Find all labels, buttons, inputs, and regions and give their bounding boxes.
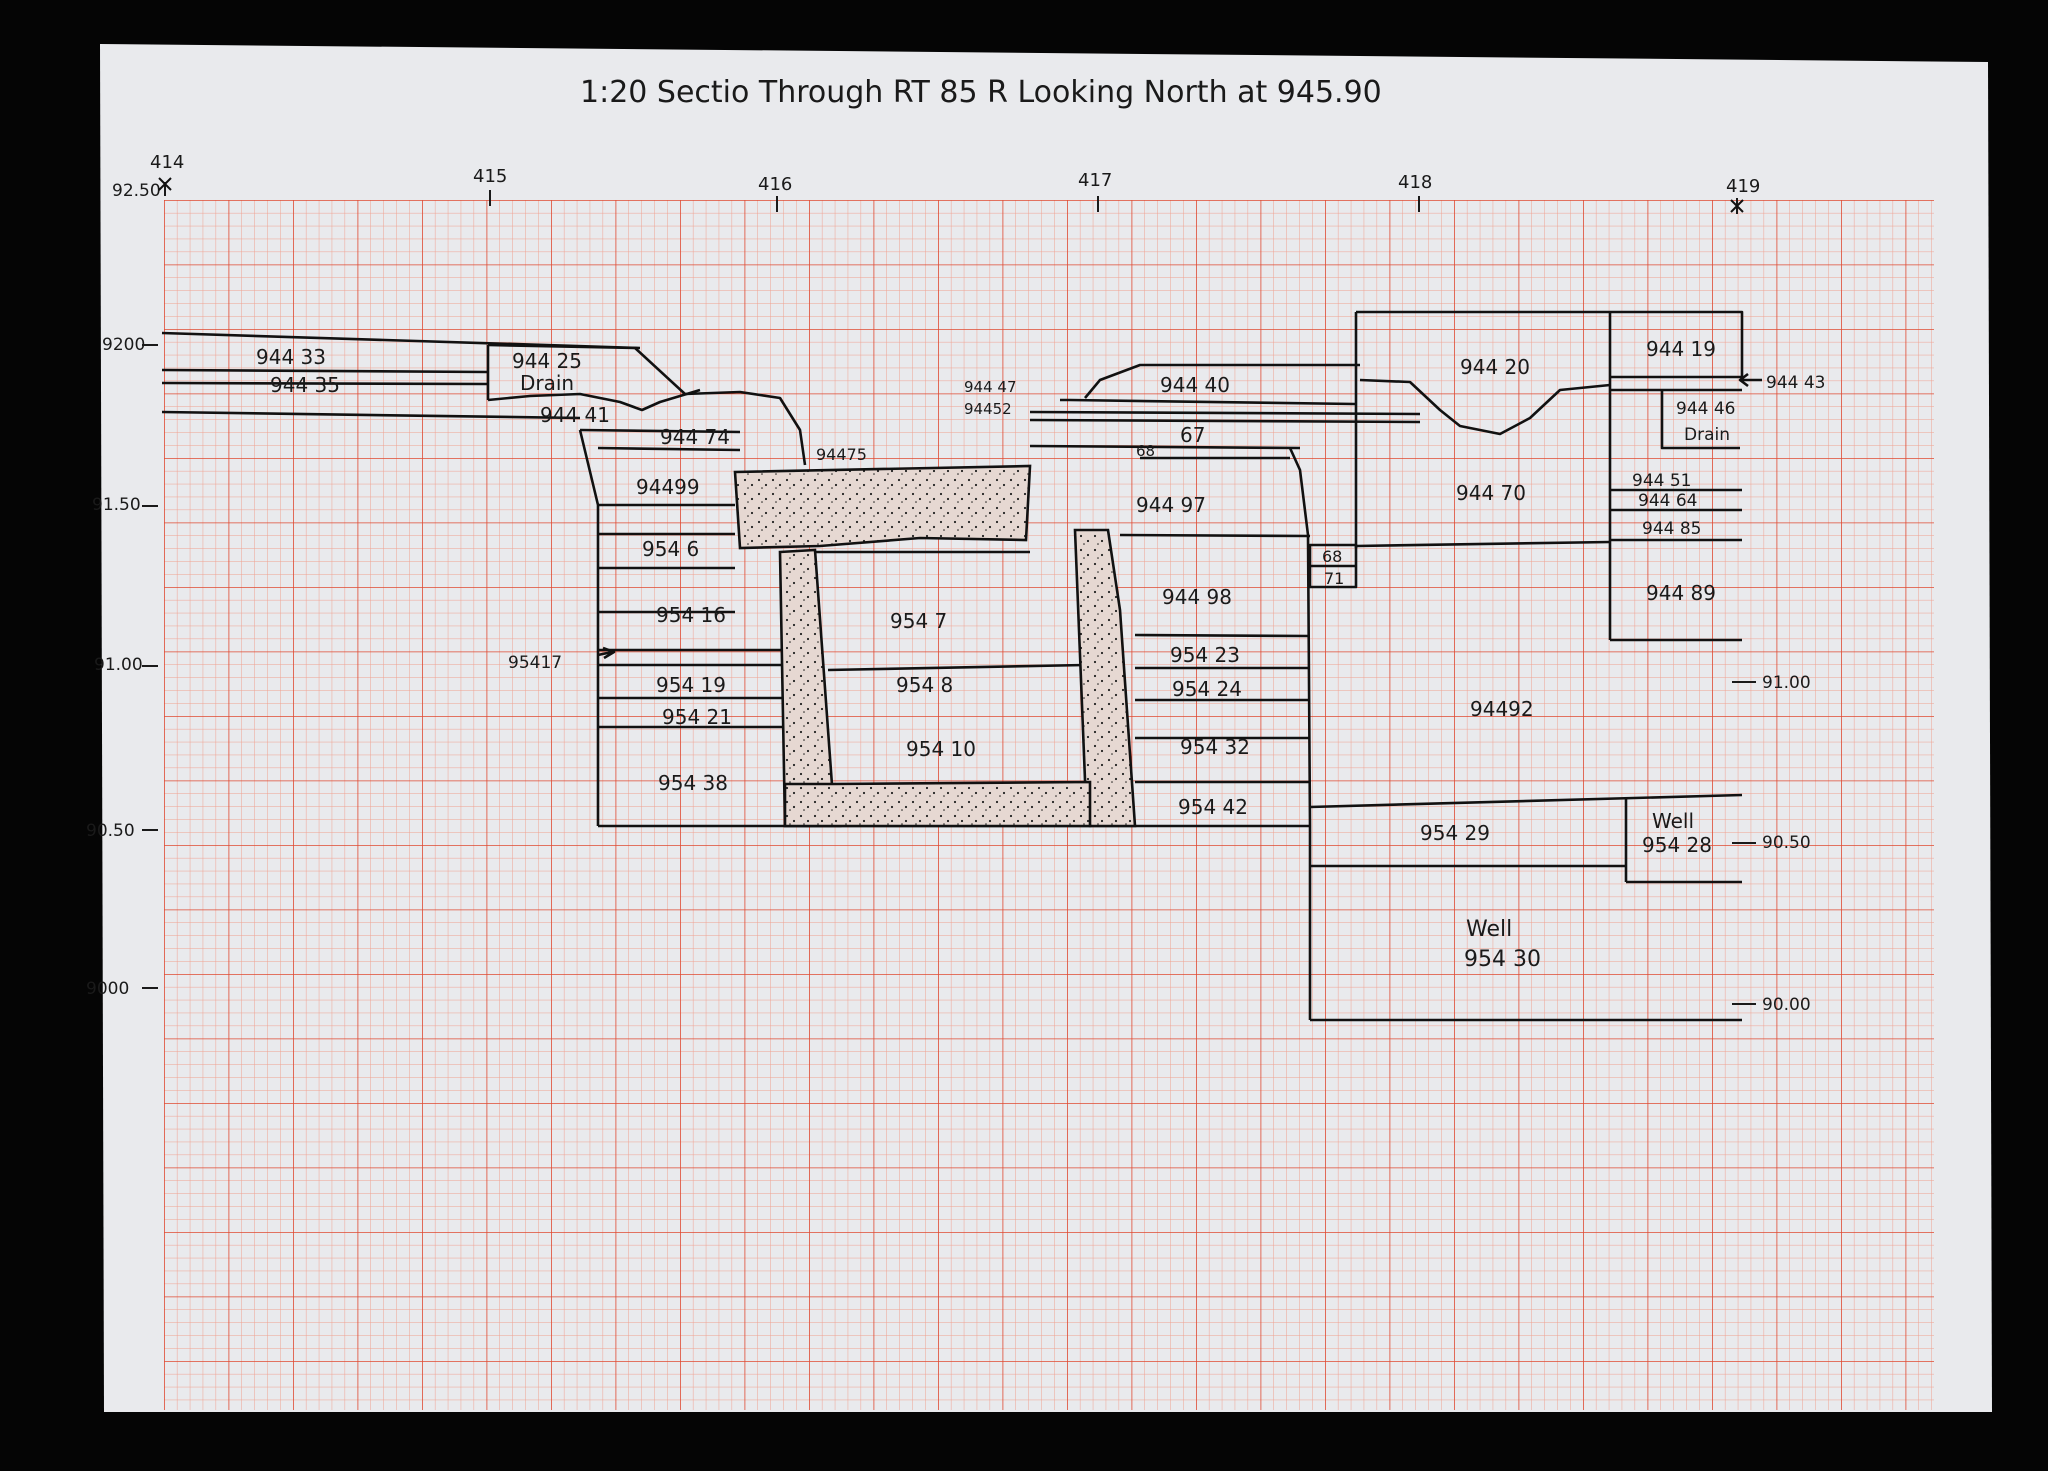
y-label-right-91-00: 91.00 [1762, 673, 1811, 693]
y-label-90-50: 90.50 [86, 821, 135, 841]
stone-structure [733, 464, 1137, 828]
context-954-10: 954 10 [906, 737, 976, 761]
y-label-right-90-50: 90.50 [1762, 833, 1811, 853]
context-954-24: 954 24 [1172, 677, 1242, 701]
context-954-8: 954 8 [896, 673, 953, 697]
context-944-92: 94492 [1470, 697, 1534, 721]
context-944-25: 944 25 [512, 349, 582, 373]
context-944-35: 944 35 [270, 373, 340, 397]
context-71: 71 [1324, 569, 1344, 588]
context-944-52: 94452 [964, 400, 1012, 418]
survey-markers [158, 177, 1744, 213]
context-944-33: 944 33 [256, 345, 326, 369]
context-954-19: 954 19 [656, 673, 726, 697]
context-944-46: 944 46 [1676, 399, 1735, 419]
x-tick-415: 415 [473, 166, 507, 187]
context-drain-left: Drain [520, 371, 574, 395]
context-954-30: 954 30 [1464, 947, 1541, 972]
y-label-right-90-00: 90.00 [1762, 995, 1811, 1015]
context-954-28: 954 28 [1642, 833, 1712, 857]
context-well-small: Well [1652, 809, 1694, 833]
section-linework [161, 310, 1762, 1022]
context-67: 67 [1180, 423, 1205, 447]
context-944-97: 944 97 [1136, 493, 1206, 517]
context-drain-right: Drain [1684, 425, 1730, 445]
context-954-42: 954 42 [1178, 795, 1248, 819]
context-954-16: 954 16 [656, 603, 726, 627]
y-label-92-50: 92.50 [112, 181, 161, 201]
context-68: 68 [1322, 547, 1342, 566]
context-954-32: 954 32 [1180, 735, 1250, 759]
context-954-23: 954 23 [1170, 643, 1240, 667]
context-944-47: 944 47 [964, 378, 1017, 396]
context-954-17: 95417 [508, 653, 562, 673]
context-954-6: 954 6 [642, 537, 699, 561]
x-tick-419: 419 [1726, 176, 1760, 197]
context-68-upper: 68 [1136, 442, 1155, 460]
y-label-91-00: 91.00 [94, 655, 143, 675]
context-944-41: 944 41 [540, 403, 610, 427]
x-tick-417: 417 [1078, 170, 1112, 191]
context-944-43: 944 43 [1766, 373, 1825, 393]
drawing-title: 1:20 Sectio Through RT 85 R Looking Nort… [580, 75, 1382, 110]
context-944-85: 944 85 [1642, 519, 1701, 539]
context-944-51: 944 51 [1632, 471, 1691, 491]
context-944-70: 944 70 [1456, 481, 1526, 505]
context-944-20: 944 20 [1460, 355, 1530, 379]
y-label-91-50: 91.50 [92, 495, 141, 515]
context-944-40: 944 40 [1160, 373, 1230, 397]
context-954-29: 954 29 [1420, 821, 1490, 845]
context-well: Well [1466, 917, 1512, 942]
context-944-75: 94475 [816, 445, 867, 464]
x-tick-418: 418 [1398, 172, 1432, 193]
context-944-99: 94499 [636, 475, 700, 499]
context-954-38: 954 38 [658, 771, 728, 795]
context-944-89: 944 89 [1646, 581, 1716, 605]
context-944-64: 944 64 [1638, 491, 1697, 511]
context-954-21: 954 21 [662, 705, 732, 729]
context-954-7: 954 7 [890, 609, 947, 633]
y-label-92-00: 9200 [102, 335, 145, 355]
context-944-19: 944 19 [1646, 337, 1716, 361]
x-tick-414: 414 [150, 152, 184, 173]
y-label-90-00: 9000 [86, 979, 129, 999]
context-944-74: 944 74 [660, 425, 730, 449]
context-944-98: 944 98 [1162, 585, 1232, 609]
x-tick-416: 416 [758, 174, 792, 195]
